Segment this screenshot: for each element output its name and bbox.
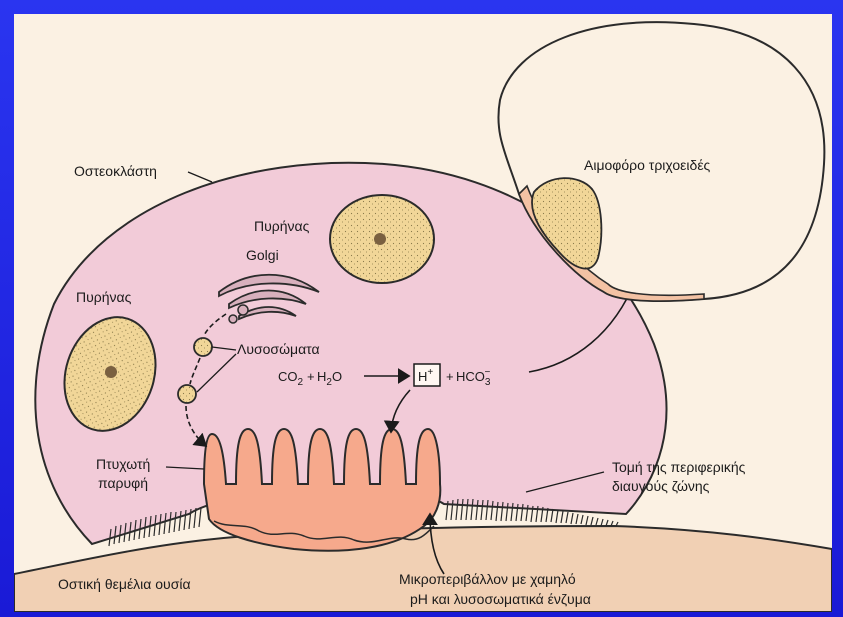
- label-ruffled-border-2: παρυφή: [98, 475, 148, 491]
- label-lysosomes: Λυσοσώματα: [237, 341, 320, 357]
- label-nucleus-top: Πυρήνας: [254, 218, 310, 234]
- plus-sign: +: [446, 369, 454, 384]
- label-microenvironment-2: pH και λυσοσωματικά ένζυμα: [410, 591, 591, 607]
- plus-sign: +: [307, 369, 315, 384]
- golgi-vesicle: [229, 315, 237, 323]
- label-nucleus-left: Πυρήνας: [76, 289, 132, 305]
- label-capillary: Αιμοφόρο τριχοειδές: [584, 157, 711, 173]
- lysosome: [178, 385, 196, 403]
- label-golgi: Golgi: [246, 247, 279, 263]
- label-bone-matrix: Οστική θεμέλια ουσία: [58, 576, 191, 592]
- nucleolus-left: [105, 366, 117, 378]
- lysosome: [194, 338, 212, 356]
- label-ruffled-border-1: Πτυχωτή: [96, 456, 150, 472]
- diagram-panel: Οστεοκλάστη Πυρήνας Golgi Πυρήνας Λυσοσώ…: [14, 14, 832, 612]
- label-osteoclast: Οστεοκλάστη: [74, 163, 157, 179]
- label-microenvironment-1: Μικροπεριβάλλον με χαμηλό: [399, 571, 576, 587]
- label-clear-zone-2: διαυγούς ζώνης: [612, 478, 710, 494]
- golgi-vesicle: [238, 305, 248, 315]
- osteoclast-diagram: Οστεοκλάστη Πυρήνας Golgi Πυρήνας Λυσοσώ…: [14, 14, 832, 612]
- label-clear-zone-1: Τομή της περιφερικής: [612, 459, 746, 475]
- nucleolus-top: [374, 233, 386, 245]
